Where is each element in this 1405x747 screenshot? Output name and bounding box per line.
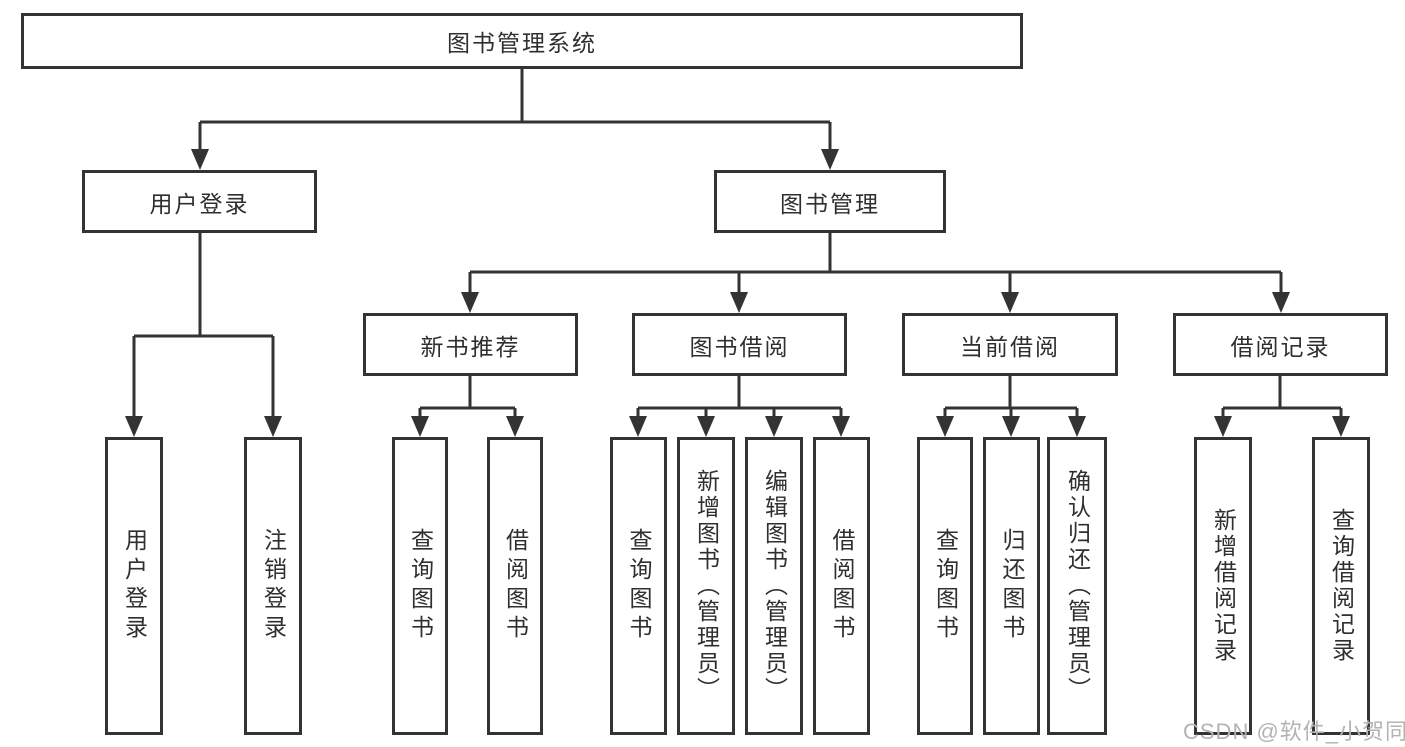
node-borrow-records: 借阅记录 bbox=[1173, 313, 1388, 376]
node-new-book-recommend: 新书推荐 bbox=[363, 313, 578, 376]
node-current-borrow: 当前借阅 bbox=[902, 313, 1118, 376]
leaf-query-books-borrow-label: 查询图书 bbox=[626, 528, 652, 644]
node-user-login-label: 用户登录 bbox=[149, 190, 250, 217]
leaf-add-borrow-record-label: 新增借阅记录 bbox=[1210, 508, 1237, 664]
leaf-borrow-books: 借阅图书 bbox=[813, 437, 870, 735]
leaf-confirm-return-admin-label: 确认归还（管理员） bbox=[1064, 469, 1091, 703]
node-book-borrow: 图书借阅 bbox=[632, 313, 847, 376]
leaf-query-books-recommend: 查询图书 bbox=[392, 437, 448, 735]
leaf-add-books-admin: 新增图书（管理员） bbox=[677, 437, 735, 735]
leaf-query-borrow-record: 查询借阅记录 bbox=[1312, 437, 1370, 735]
arrowhead-icons bbox=[125, 149, 1350, 437]
node-book-management-label: 图书管理 bbox=[780, 190, 880, 217]
leaf-query-books-borrow: 查询图书 bbox=[610, 437, 667, 735]
leaf-add-books-admin-label: 新增图书（管理员） bbox=[693, 469, 720, 703]
leaf-borrow-books-label: 借阅图书 bbox=[829, 528, 855, 644]
leaf-add-borrow-record: 新增借阅记录 bbox=[1194, 437, 1252, 735]
leaf-query-books-current: 查询图书 bbox=[917, 437, 973, 735]
leaf-user-login-label: 用户登录 bbox=[121, 528, 148, 644]
node-new-book-recommend-label: 新书推荐 bbox=[420, 333, 521, 360]
leaf-edit-books-admin: 编辑图书（管理员） bbox=[745, 437, 803, 735]
leaf-user-login: 用户登录 bbox=[105, 437, 163, 735]
leaf-query-books-current-label: 查询图书 bbox=[932, 528, 959, 644]
leaf-confirm-return-admin: 确认归还（管理员） bbox=[1047, 437, 1107, 735]
leaf-return-books-label: 归还图书 bbox=[999, 528, 1025, 644]
node-current-borrow-label: 当前借阅 bbox=[960, 333, 1060, 360]
leaf-borrow-books-recommend-label: 借阅图书 bbox=[502, 528, 529, 644]
node-root-label: 图书管理系统 bbox=[447, 30, 597, 56]
leaf-return-books: 归还图书 bbox=[983, 437, 1040, 735]
leaf-query-books-recommend-label: 查询图书 bbox=[407, 528, 434, 644]
node-root: 图书管理系统 bbox=[21, 13, 1023, 69]
leaf-logout: 注销登录 bbox=[244, 437, 302, 735]
node-borrow-records-label: 借阅记录 bbox=[1230, 333, 1331, 360]
watermark: CSDN @软件_小贺同学 bbox=[1183, 719, 1405, 744]
leaf-edit-books-admin-label: 编辑图书（管理员） bbox=[761, 469, 788, 703]
leaf-borrow-books-recommend: 借阅图书 bbox=[487, 437, 543, 735]
node-book-management: 图书管理 bbox=[714, 170, 946, 233]
leaf-logout-label: 注销登录 bbox=[260, 528, 287, 644]
leaf-query-borrow-record-label: 查询借阅记录 bbox=[1328, 508, 1355, 664]
node-user-login: 用户登录 bbox=[82, 170, 317, 233]
node-book-borrow-label: 图书借阅 bbox=[689, 333, 790, 360]
